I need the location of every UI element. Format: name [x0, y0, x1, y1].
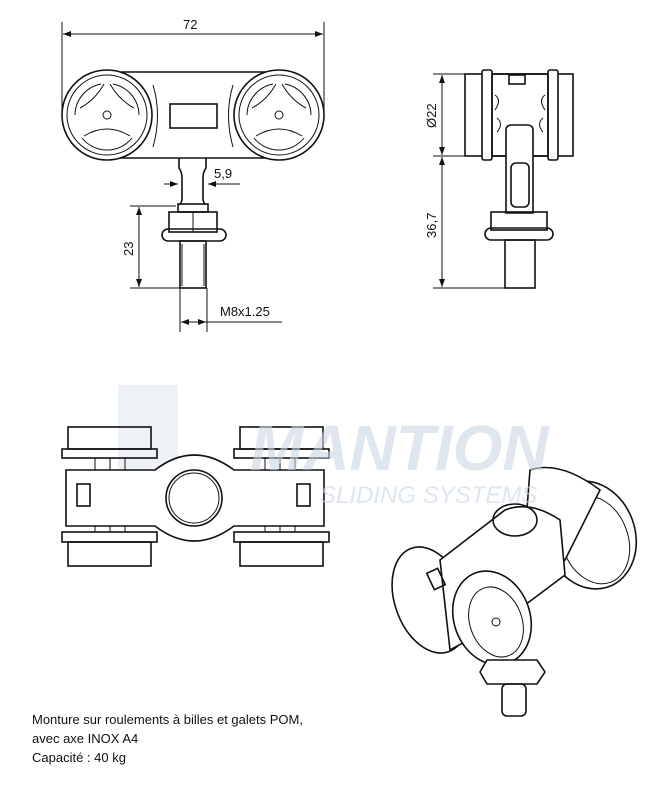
watermark-brand: MANTION [250, 412, 550, 484]
dimension-width: 72 [183, 17, 197, 32]
dimension-height: 36,7 [424, 213, 439, 238]
dimension-stem: 5,9 [214, 166, 232, 181]
watermark: MANTION SLIDING SYSTEMS [250, 412, 550, 509]
side-view: Ø22 36,7 [424, 69, 574, 289]
dimension-thread: M8x1.25 [220, 304, 270, 319]
product-description: Monture sur roulements à billes et galet… [32, 710, 303, 767]
watermark-tagline: SLIDING SYSTEMS [320, 482, 537, 509]
front-view: 72 5,9 23 M8x1.25 [61, 17, 325, 332]
top-view [61, 426, 330, 567]
wheel-right [233, 69, 325, 161]
wheel-left [61, 69, 153, 161]
isometric-view [391, 466, 638, 717]
description-line-3: Capacité : 40 kg [32, 750, 126, 765]
description-line-1: Monture sur roulements à billes et galet… [32, 712, 303, 727]
description-line-2: avec axe INOX A4 [32, 731, 139, 746]
dimension-wheel-diameter: Ø22 [424, 103, 439, 128]
dimension-bolt-length: 23 [121, 242, 136, 256]
